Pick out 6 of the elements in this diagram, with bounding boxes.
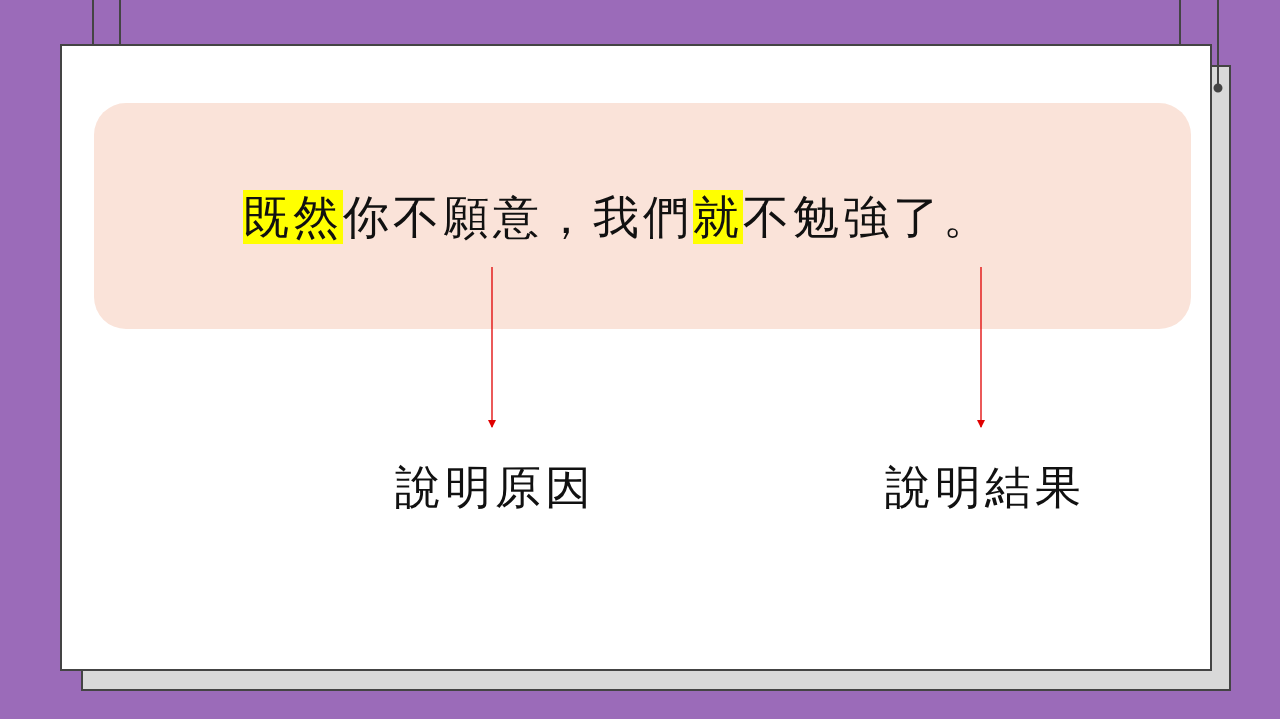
sentence-band [94, 103, 1191, 329]
label-text: 說明原因 [350, 452, 640, 522]
label-text: 說明結果 [840, 452, 1130, 522]
arrow [977, 266, 985, 428]
sentence-text: 既然你不願意，我們就不勉強了。 [243, 191, 993, 244]
arrow [488, 266, 496, 428]
